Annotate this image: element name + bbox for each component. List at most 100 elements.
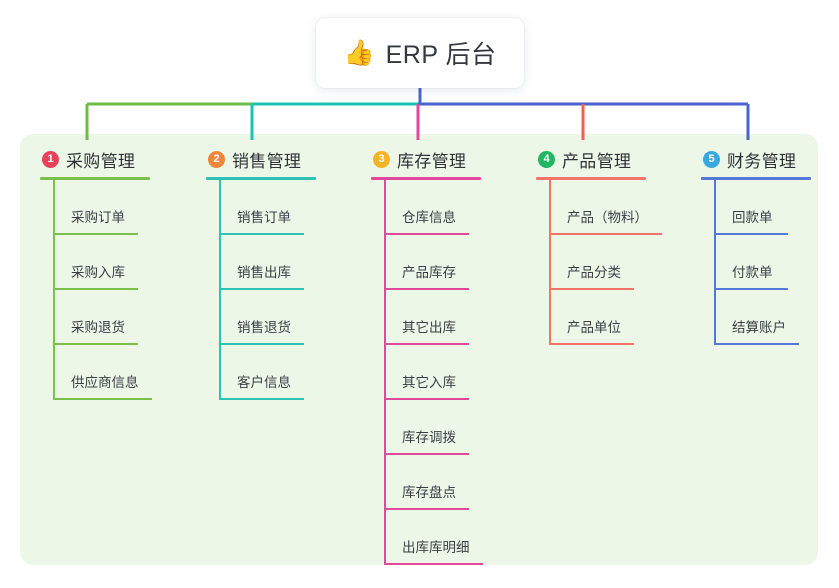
leaf-item-rule <box>53 343 138 345</box>
leaf-item-rule <box>384 508 469 510</box>
leaf-item[interactable]: 采购退货 <box>40 290 150 345</box>
column-title-3: 库存管理 <box>397 151 467 171</box>
column-title-4: 产品管理 <box>562 151 632 171</box>
column-title-2: 销售管理 <box>232 151 302 171</box>
column-items-4: 产品（物料） 产品分类产品单位 <box>536 180 662 345</box>
column-spine-2 <box>219 180 221 400</box>
leaf-item-label: 库存盘点 <box>402 485 456 500</box>
column-badge-2: 2 <box>208 150 225 168</box>
leaf-item-label: 仓库信息 <box>402 210 456 225</box>
column-spine-5 <box>714 180 716 345</box>
leaf-item[interactable]: 其它出库 <box>371 290 481 345</box>
leaf-item-label: 销售退货 <box>237 320 291 335</box>
column-3: 3 库存管理仓库信息产品库存其它出库其它入库库存调拨库存盘点出库库明细 <box>371 146 483 565</box>
leaf-item-label: 供应商信息 <box>71 375 139 390</box>
diagram-background-panel <box>20 134 818 565</box>
leaf-item[interactable]: 销售订单 <box>206 180 316 235</box>
leaf-item[interactable]: 客户信息 <box>206 345 316 400</box>
column-items-2: 销售订单销售出库销售退货客户信息 <box>206 180 316 400</box>
leaf-item-label: 销售出库 <box>237 265 291 280</box>
leaf-item[interactable]: 产品库存 <box>371 235 481 290</box>
column-spine-3 <box>384 180 386 565</box>
leaf-item-label: 产品库存 <box>402 265 456 280</box>
leaf-item-rule <box>384 343 469 345</box>
leaf-item[interactable]: 库存盘点 <box>371 455 481 510</box>
column-badge-5: 5 <box>703 150 720 168</box>
leaf-item-label: 其它入库 <box>402 375 456 390</box>
leaf-item[interactable]: 出库库明细 <box>371 510 483 565</box>
leaf-item[interactable]: 产品分类 <box>536 235 646 290</box>
column-header-2[interactable]: 2 销售管理 <box>206 146 316 172</box>
leaf-item[interactable]: 其它入库 <box>371 345 481 400</box>
leaf-item-label: 采购退货 <box>71 320 125 335</box>
leaf-item-rule <box>549 343 634 345</box>
leaf-item-label: 回款单 <box>732 210 773 225</box>
root-title: ERP 后台 <box>385 41 497 69</box>
leaf-item-label: 客户信息 <box>237 375 291 390</box>
column-5: 5 财务管理回款单付款单结算账户 <box>701 146 811 345</box>
column-header-4[interactable]: 4 产品管理 <box>536 146 646 172</box>
leaf-item-rule <box>549 288 634 290</box>
column-spine-4 <box>549 180 551 345</box>
column-spine-1 <box>53 180 55 400</box>
column-title-5: 财务管理 <box>727 151 797 171</box>
leaf-item-rule <box>53 398 152 400</box>
column-header-rule-5 <box>701 177 811 180</box>
leaf-item[interactable]: 回款单 <box>701 180 811 235</box>
leaf-item-rule <box>53 288 138 290</box>
column-badge-4: 4 <box>538 150 555 168</box>
column-title-1: 采购管理 <box>66 151 136 171</box>
leaf-item-rule <box>219 288 304 290</box>
column-4: 4 产品管理产品（物料） 产品分类产品单位 <box>536 146 662 345</box>
leaf-item-rule <box>384 233 469 235</box>
column-header-rule-3 <box>371 177 481 180</box>
column-header-rule-2 <box>206 177 316 180</box>
column-header-5[interactable]: 5 财务管理 <box>701 146 811 172</box>
leaf-item-label: 采购入库 <box>71 265 125 280</box>
leaf-item-rule <box>53 233 138 235</box>
leaf-item-label: 付款单 <box>732 265 773 280</box>
leaf-item-rule <box>384 288 469 290</box>
leaf-item-rule <box>549 233 662 235</box>
column-header-rule-1 <box>40 177 150 180</box>
leaf-item[interactable]: 库存调拨 <box>371 400 481 455</box>
leaf-item[interactable]: 供应商信息 <box>40 345 152 400</box>
leaf-item-label: 产品单位 <box>567 320 621 335</box>
column-2: 2 销售管理销售订单销售出库销售退货客户信息 <box>206 146 316 400</box>
leaf-item[interactable]: 采购订单 <box>40 180 150 235</box>
leaf-item-label: 其它出库 <box>402 320 456 335</box>
leaf-item-rule <box>384 398 469 400</box>
column-header-rule-4 <box>536 177 646 180</box>
leaf-item[interactable]: 付款单 <box>701 235 811 290</box>
leaf-item-label: 产品（物料） <box>567 210 648 225</box>
leaf-item-rule <box>219 398 304 400</box>
leaf-item-label: 库存调拨 <box>402 430 456 445</box>
leaf-item[interactable]: 产品单位 <box>536 290 646 345</box>
leaf-item[interactable]: 产品（物料） <box>536 180 662 235</box>
leaf-item-rule <box>714 233 788 235</box>
column-badge-3: 3 <box>373 150 390 168</box>
leaf-item-label: 采购订单 <box>71 210 125 225</box>
column-items-3: 仓库信息产品库存其它出库其它入库库存调拨库存盘点出库库明细 <box>371 180 483 565</box>
leaf-item-label: 销售订单 <box>237 210 291 225</box>
leaf-item-rule <box>714 343 799 345</box>
leaf-item-rule <box>384 563 483 565</box>
root-node[interactable]: 👍 ERP 后台 <box>316 18 524 88</box>
column-header-3[interactable]: 3 库存管理 <box>371 146 481 172</box>
thumbs-up-icon: 👍 <box>343 38 375 67</box>
leaf-item-rule <box>714 288 788 290</box>
leaf-item-rule <box>384 453 469 455</box>
column-items-5: 回款单付款单结算账户 <box>701 180 811 345</box>
column-items-1: 采购订单采购入库采购退货供应商信息 <box>40 180 152 400</box>
leaf-item[interactable]: 销售出库 <box>206 235 316 290</box>
leaf-item[interactable]: 采购入库 <box>40 235 150 290</box>
leaf-item-label: 产品分类 <box>567 265 621 280</box>
leaf-item-label: 结算账户 <box>732 320 786 335</box>
leaf-item[interactable]: 销售退货 <box>206 290 316 345</box>
leaf-item-label: 出库库明细 <box>402 540 470 555</box>
leaf-item[interactable]: 结算账户 <box>701 290 811 345</box>
leaf-item[interactable]: 仓库信息 <box>371 180 481 235</box>
